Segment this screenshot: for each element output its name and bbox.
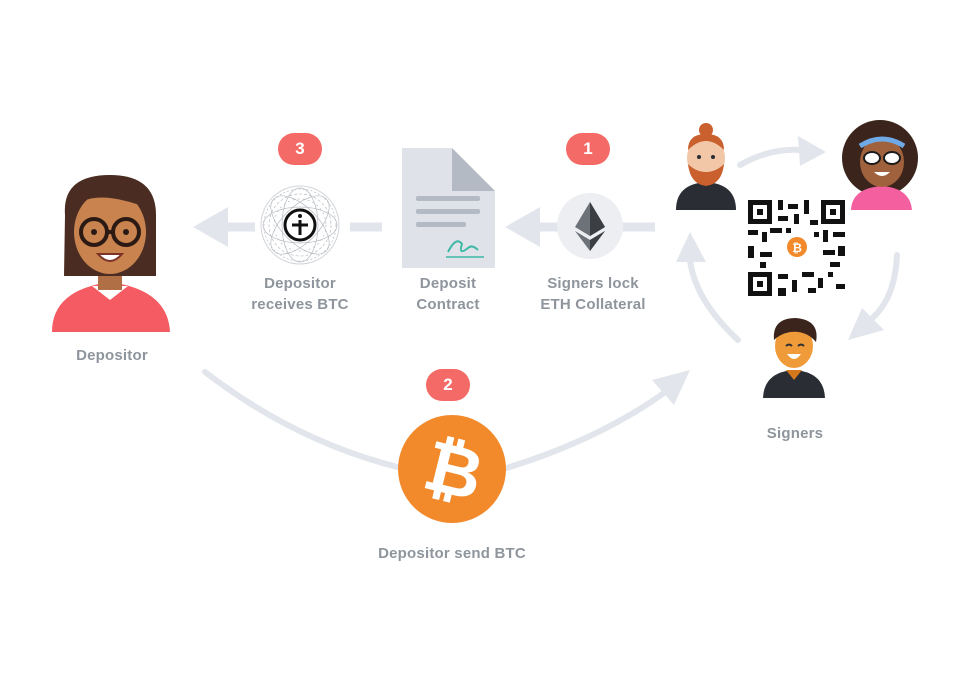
depositor-receives-label: Depositor receives BTC [251,275,349,313]
deposit-contract-icon [402,148,495,268]
step-badge-1: 1 [566,133,610,165]
arrow-signers-to-eth-head [505,207,540,247]
depositor-avatar [52,175,170,332]
signer-cycle-arrows [676,136,900,343]
signer-sunglasses-avatar [842,120,918,210]
deposit-contract-label: Deposit Contract [416,275,480,313]
signer-bearded-avatar [676,123,736,210]
ethereum-icon [557,193,623,259]
step-badge-3: 3 [278,133,322,165]
arrow-receive-to-depositor-head [193,207,228,247]
signers-lock-label: Signers lock ETH Collateral [540,275,646,313]
btc-transfer-arrow [202,369,690,473]
signer-smiling-avatar [763,318,825,398]
bitcoin-coin-icon: ₿ [398,415,506,523]
step-badge-2: 2 [426,369,470,401]
depositor-label: Depositor [76,347,148,364]
signers-label: Signers [766,425,824,442]
svg-text:₿: ₿ [792,241,802,255]
depositor-send-label: Depositor send BTC [378,545,526,562]
qr-code: ₿ [748,200,845,296]
tbtc-token-icon [260,185,340,265]
